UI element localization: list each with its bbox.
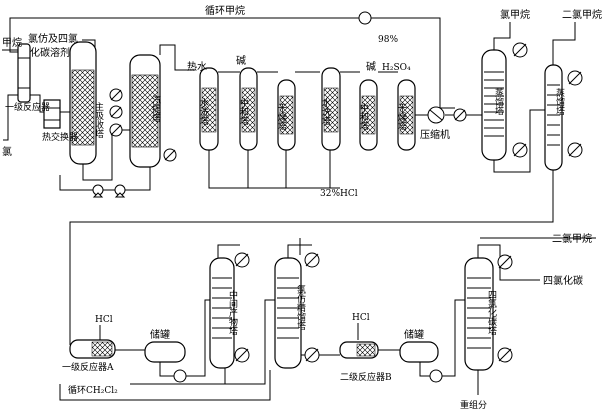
label-methyl-chloride: 氯甲烷 [500,8,530,21]
label-secondary-reactor-b: 二级反应器B [340,371,392,383]
label-methylene-chloride-top: 二氯甲烷 [562,8,602,21]
label-main-absorber: 主吸收塔 [93,101,104,139]
label-distill-2: 蒸馏塔 [554,87,565,116]
stream-lines [2,17,596,401]
label-hcl-1: HCl [95,315,113,325]
main-absorber [69,41,97,165]
primary-reactor [17,43,31,103]
label-hot-water: 热水 [187,60,207,73]
label-storage-1: 储罐 [150,328,170,341]
water-wash-tower-1 [199,67,219,151]
distill-column-2 [544,64,583,171]
label-primary-reactor-a: 一级反应器A [62,361,114,373]
label-distill-1: 蒸馏塔 [493,87,504,116]
label-hcl-2: HCl [352,313,370,323]
label-neutralizer-2: 中和塔 [358,102,369,131]
label-heavies: 重组分 [460,399,487,411]
label-primary-reactor: 一级反应器 [5,101,50,113]
label-solvent-1: 氯仿及四氯 [28,32,78,45]
label-methane: 甲烷 [2,36,22,49]
label-dryer-2: 干燥塔 [396,103,407,131]
label-chloroform-col: 氯仿精馏塔 [295,284,306,331]
label-storage-2: 储罐 [404,328,424,341]
label-intermediate-col: 中间产物塔 [227,289,238,336]
label-heat-exchanger: 热交换器 [42,131,78,143]
label-recycle-ch2cl2: 循环CH₂Cl₂ [68,384,118,396]
distill-column-1 [481,42,528,161]
intermediate-column [209,252,250,369]
pump-1 [173,369,187,383]
stripper-column [129,54,177,168]
label-neutralizer-1: 中和塔 [238,97,249,126]
label-h2so4: H₂SO₄ [382,63,411,73]
dryer-tower-1 [277,79,296,151]
label-h2so4-pct: 98% [378,35,398,45]
pump-2 [429,369,443,383]
label-water-wash-1: 水洗塔 [198,97,209,126]
heat-exchanger [43,99,61,129]
absorber-coolers [109,88,123,137]
neutralizer-tower-2 [359,79,378,151]
water-wash-tower-2 [321,67,341,151]
chloroform-column [274,252,320,369]
secondary-reactor-b [339,341,379,359]
label-alkali-2: 碱 [366,61,376,73]
neutralizer-tower-1 [239,67,258,151]
label-dryer-1: 干燥塔 [276,103,287,131]
dryer-tower-2 [397,79,416,151]
storage-tank-2 [399,341,439,363]
label-recycle-methane: 循环甲烷 [205,4,245,17]
storage-tank-1 [144,341,186,363]
ccl4-column [464,254,513,371]
absorber-pumps [92,184,126,198]
label-ccl4-col: 四氯化碳塔 [486,290,497,336]
diagram-labels: 循环甲烷 甲烷 氯仿及四氯 化碳溶剂 一级反应器 氯 热交换器 主吸收塔 汽提塔… [2,4,602,411]
primary-reactor-a [69,339,116,359]
label-solvent-2: 化碳溶剂 [30,46,70,59]
feed-cooler [453,108,467,122]
label-water-wash-2: 水洗塔 [320,97,331,126]
recycle-blower [358,11,372,25]
label-methylene-chloride-side: 二氯甲烷 [552,232,592,245]
label-stripper: 汽提塔 [150,94,161,123]
label-alkali-1: 碱 [236,55,246,67]
label-compressor: 压缩机 [420,128,450,141]
label-chlorine: 氯 [2,145,12,158]
compressor [427,106,445,124]
label-hcl-32: 32%HCl [320,189,358,199]
label-ccl4: 四氯化碳 [543,274,583,287]
